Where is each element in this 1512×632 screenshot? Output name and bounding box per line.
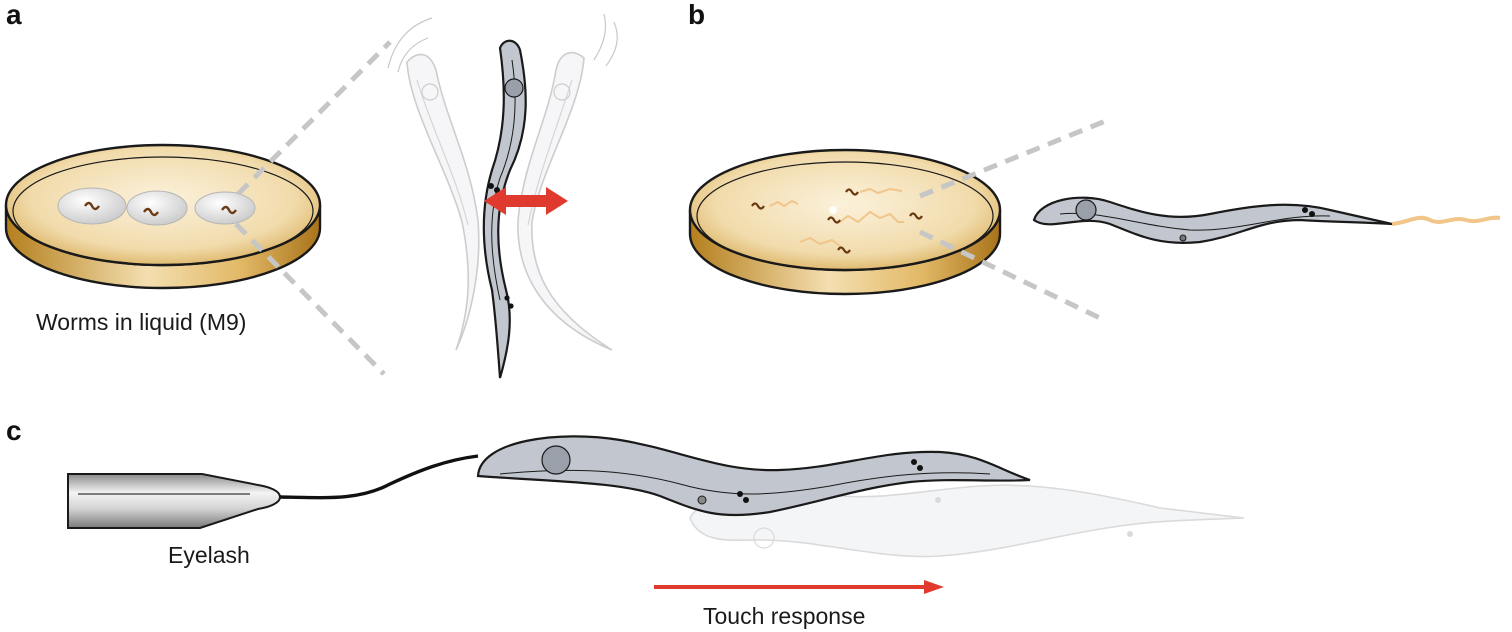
- worm-icon: [845, 188, 859, 196]
- zoom-line-upper: [236, 40, 392, 196]
- liquid-drops: [57, 187, 256, 226]
- crawling-worms: [751, 187, 923, 254]
- liquid-drop: [126, 190, 188, 226]
- food-track: [859, 187, 903, 195]
- worm-icon: [1032, 196, 1393, 244]
- motion-line: [605, 21, 618, 67]
- motion-line: [593, 13, 607, 61]
- worm-icon: [476, 435, 1031, 517]
- worm-icon: [837, 246, 851, 254]
- eyelash-label: Eyelash: [168, 542, 250, 568]
- worm-ghost-right: [517, 51, 613, 351]
- worm-icon: [482, 39, 527, 379]
- liquid-drop: [57, 187, 127, 225]
- zoom-line-lower: [234, 222, 386, 376]
- zoom-line-upper: [919, 117, 1109, 199]
- panel-c-letter: c: [6, 415, 22, 446]
- double-arrow-icon: [484, 187, 568, 215]
- panel-a-caption: Worms in liquid (M9): [36, 309, 246, 335]
- panel-a-letter: a: [6, 0, 22, 30]
- food-track: [1391, 215, 1501, 226]
- liquid-drop: [194, 191, 256, 225]
- eyelash-tool-icon: [67, 454, 479, 529]
- worm-icon: [84, 201, 100, 211]
- food-track: [839, 210, 904, 224]
- food-track: [799, 236, 841, 247]
- worm-icon: [909, 212, 923, 220]
- panel-b-letter: b: [688, 0, 705, 30]
- worm-icon: [143, 207, 159, 217]
- worm-icon: [827, 216, 841, 224]
- worm-ghost-left: [406, 53, 480, 351]
- response-arrow: [654, 580, 944, 594]
- food-track: [769, 199, 799, 208]
- zoom-line-lower: [918, 229, 1102, 321]
- petri-dish-icon: [688, 148, 1002, 296]
- eyelash-hair: [279, 454, 479, 500]
- motion-line: [387, 17, 433, 69]
- worm-icon: [221, 205, 237, 215]
- motion-line: [397, 37, 429, 73]
- touch-response-label: Touch response: [703, 603, 865, 629]
- worm-icon: [751, 202, 765, 210]
